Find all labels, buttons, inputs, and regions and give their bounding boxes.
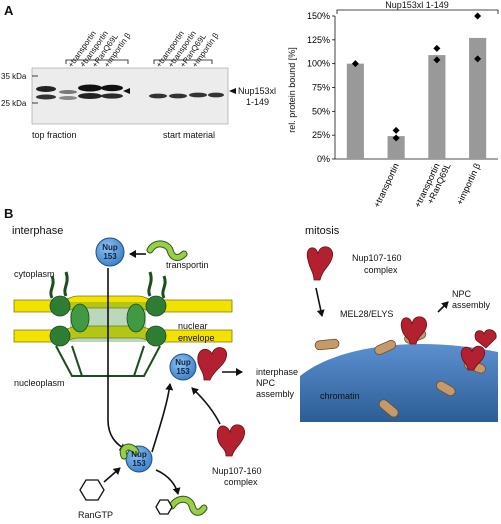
arrow-import — [107, 268, 127, 451]
chromatin-label: chromatin — [320, 391, 360, 401]
data-point — [474, 55, 482, 63]
panel-a-letter: A — [4, 3, 14, 18]
bar — [387, 136, 405, 159]
arrow-release-nup153 — [151, 383, 174, 453]
nup153-top: Nup 153 — [95, 237, 125, 267]
protein-label-line1: Nup153xl — [238, 86, 276, 96]
nup107-complex-free — [216, 424, 246, 457]
rangtp-label: RanGTP — [78, 510, 113, 520]
mitosis-nup107-bound-3 — [474, 329, 497, 349]
data-point — [474, 12, 482, 20]
panel-b-letter: B — [4, 206, 13, 221]
y-tick-label: 150% — [307, 11, 330, 21]
arrow-mitosis-assembly — [437, 301, 449, 313]
y-tick-label: 0% — [317, 154, 330, 164]
interphase-assembly-2: NPC — [256, 378, 276, 388]
svg-text:Nup: Nup — [175, 358, 191, 367]
nucleoplasm-label: nucleoplasm — [14, 378, 65, 388]
caption-start-material: start material — [163, 130, 215, 140]
protein-label-line2: 1-149 — [246, 97, 269, 107]
bars — [346, 37, 487, 159]
blot-lane-labels-start: +transportin +transportin +RanQ69L +impo… — [154, 29, 221, 69]
nup153-transportin-complex: Nup 153 — [119, 443, 153, 473]
data-point — [392, 126, 400, 134]
blot-lane-labels-top: +transportin +transportin +RanQ69L +impo… — [66, 29, 133, 69]
caption-top-fraction: top fraction — [32, 130, 77, 140]
marker-35: 35 kDa — [1, 72, 27, 81]
data-point — [392, 134, 400, 142]
chart-title-bracket — [336, 9, 499, 14]
nup107-label-2: complex — [224, 477, 258, 487]
chromatin — [300, 344, 498, 422]
mitosis-nup107-bound-1 — [400, 316, 428, 345]
svg-text:153: 153 — [132, 459, 146, 468]
y-tick-label: 50% — [312, 106, 330, 116]
mitosis-nup107-bound-2 — [460, 345, 486, 371]
svg-text:153: 153 — [176, 367, 190, 376]
mel28-label: MEL28/ELYS — [340, 309, 393, 319]
chart-y-axis-label: rel. protein bound [%] — [287, 47, 297, 133]
nuclear-envelope-label-2: envelope — [178, 333, 215, 343]
x-tick-label: +transportin — [372, 162, 401, 210]
bar — [346, 63, 364, 159]
arrow-rangtp — [103, 467, 121, 483]
data-point — [433, 56, 441, 64]
data-point — [433, 44, 441, 52]
y-tick-label: 125% — [307, 35, 330, 45]
nuclear-envelope-label-1: nuclear — [178, 321, 208, 331]
data-points — [351, 12, 482, 142]
mitosis-complex-2: complex — [364, 265, 398, 275]
y-tick-label: 100% — [307, 59, 330, 69]
mitosis-heading: mitosis — [305, 225, 340, 237]
bar — [428, 55, 446, 159]
y-tick-label: 25% — [312, 130, 330, 140]
interphase-assembly-1: interphase — [256, 367, 298, 377]
lane-brackets — [65, 59, 213, 64]
svg-text:Nup: Nup — [131, 450, 147, 459]
mitosis-nup107-complex — [306, 246, 334, 281]
data-point — [351, 60, 359, 68]
bar — [469, 37, 487, 159]
mitosis-complex-1: Nup107-160 — [352, 253, 402, 263]
interphase-heading: interphase — [12, 225, 63, 237]
arrow-release-transportin — [155, 469, 181, 495]
marker-25: 25 kDa — [1, 99, 27, 108]
svg-text:Nup: Nup — [102, 243, 118, 252]
y-axis-ticks: 0% 25% 50% 75% 100% 125% 150% — [307, 11, 335, 164]
mitosis-assembly-2: assembly — [452, 300, 491, 310]
arrow-nup107-bind — [191, 387, 221, 425]
x-tick-labels: +transportin+transportin+RanQ69L+importi… — [372, 162, 483, 210]
nup153-assembly: Nup 153 — [169, 347, 228, 381]
chart-title: Nup153xl 1-149 — [385, 0, 449, 10]
bar-chart: Nup153xl 1-149 rel. protein bound [%] 0%… — [287, 0, 499, 210]
interphase-assembly-3: assembly — [256, 389, 295, 399]
rangtp-free-hexagon — [155, 499, 173, 515]
svg-text:153: 153 — [103, 252, 117, 261]
nup107-label-1: Nup107-160 — [212, 466, 262, 476]
mitosis-assembly-1: NPC — [452, 289, 472, 299]
x-tick-label: +importin β — [454, 162, 482, 207]
cytoplasm-label: cytoplasm — [14, 269, 55, 279]
western-blot — [31, 67, 236, 125]
rangtp-hexagon — [79, 479, 105, 501]
y-tick-label: 75% — [312, 83, 330, 93]
transportin-label: transportin — [166, 260, 209, 270]
arrow-mitosis-bind — [315, 287, 325, 317]
